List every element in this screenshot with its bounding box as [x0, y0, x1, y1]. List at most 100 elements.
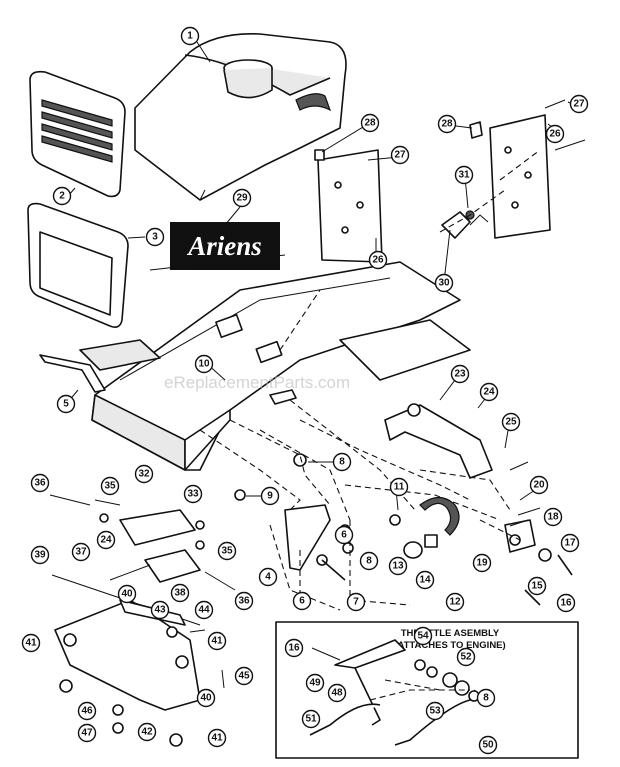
- svg-text:8: 8: [483, 693, 489, 704]
- svg-text:32: 32: [138, 469, 150, 480]
- callout-24b: 24: [96, 530, 116, 550]
- svg-text:10: 10: [198, 359, 210, 370]
- svg-text:7: 7: [353, 597, 359, 608]
- svg-text:41: 41: [25, 638, 37, 649]
- callout-9: 9: [260, 486, 280, 506]
- callout-41a: 41: [21, 633, 41, 653]
- svg-text:16: 16: [560, 598, 572, 609]
- callout-2: 2: [52, 186, 72, 206]
- callout-36a: 36: [30, 473, 50, 493]
- callout-35b: 35: [217, 541, 237, 561]
- callout-8b: 8: [359, 551, 379, 571]
- callout-8c: 8: [476, 688, 496, 708]
- svg-text:24: 24: [100, 535, 112, 546]
- svg-text:13: 13: [392, 561, 404, 572]
- callout-23: 23: [450, 364, 470, 384]
- svg-text:51: 51: [305, 714, 317, 725]
- svg-text:42: 42: [141, 727, 153, 738]
- svg-text:27: 27: [394, 150, 406, 161]
- svg-text:25: 25: [505, 417, 517, 428]
- svg-text:48: 48: [331, 688, 343, 699]
- watermark: eReplacementParts.com: [164, 373, 350, 392]
- grille-upper-part: [29, 70, 126, 198]
- callout-19: 19: [472, 553, 492, 573]
- brand-name: Ariens: [186, 231, 262, 261]
- svg-text:15: 15: [531, 581, 543, 592]
- svg-text:20: 20: [533, 480, 545, 491]
- inset-title-line1: THROTTLE ASEMBLY: [401, 628, 500, 639]
- callout-28b: 28: [437, 114, 457, 134]
- svg-text:47: 47: [81, 728, 93, 739]
- svg-text:40: 40: [200, 693, 212, 704]
- callout-4: 4: [258, 567, 278, 587]
- svg-text:19: 19: [476, 558, 488, 569]
- svg-text:43: 43: [154, 605, 166, 616]
- callout-27a: 27: [390, 145, 410, 165]
- callout-37: 37: [71, 542, 91, 562]
- svg-text:36: 36: [34, 478, 46, 489]
- callout-47: 47: [77, 723, 97, 743]
- callout-15: 15: [527, 576, 547, 596]
- svg-text:36: 36: [238, 596, 250, 607]
- svg-text:8: 8: [339, 457, 345, 468]
- callout-54: 54: [413, 626, 433, 646]
- callout-17: 17: [560, 533, 580, 553]
- callout-43: 43: [150, 600, 170, 620]
- callout-16b: 16: [284, 638, 304, 658]
- callout-1: 1: [180, 26, 200, 46]
- svg-text:11: 11: [394, 482, 405, 493]
- callout-14: 14: [415, 570, 435, 590]
- svg-text:18: 18: [547, 512, 559, 523]
- callout-51: 51: [301, 709, 321, 729]
- callout-46: 46: [77, 701, 97, 721]
- callout-3: 3: [145, 227, 165, 247]
- svg-text:3: 3: [152, 232, 158, 243]
- svg-text:49: 49: [309, 678, 321, 689]
- callout-30: 30: [434, 273, 454, 293]
- lower-frame-part: [54, 599, 225, 747]
- callout-6a: 6: [334, 525, 354, 545]
- svg-text:6: 6: [341, 530, 347, 541]
- callout-33: 33: [183, 484, 203, 504]
- svg-text:2: 2: [59, 191, 65, 202]
- svg-text:9: 9: [267, 491, 273, 502]
- callout-48: 48: [327, 683, 347, 703]
- callout-12: 12: [445, 592, 465, 612]
- svg-text:40: 40: [121, 589, 133, 600]
- callout-13: 13: [388, 556, 408, 576]
- ariens-logo: Ariens: [170, 222, 280, 270]
- callout-41b: 41: [207, 631, 227, 651]
- hitch-bracket-part: [384, 404, 493, 479]
- callout-29: 29: [232, 188, 252, 208]
- svg-text:37: 37: [75, 547, 87, 558]
- hood-part: [134, 33, 347, 201]
- svg-text:38: 38: [174, 588, 186, 599]
- callout-53: 53: [425, 701, 445, 721]
- callout-40b: 40: [196, 688, 216, 708]
- svg-text:41: 41: [211, 636, 223, 647]
- callout-38: 38: [170, 583, 190, 603]
- callout-40a: 40: [117, 584, 137, 604]
- callout-36b: 36: [234, 591, 254, 611]
- bracket-part: [39, 354, 106, 393]
- callouts: 1 2 3 29 28 27 26 28 27 26 31 30 10 5 23…: [21, 26, 589, 755]
- svg-text:35: 35: [221, 546, 233, 557]
- frame-part: [79, 261, 471, 471]
- svg-text:29: 29: [236, 193, 248, 204]
- callout-20: 20: [529, 475, 549, 495]
- svg-text:39: 39: [34, 550, 46, 561]
- svg-text:52: 52: [460, 652, 472, 663]
- callout-27b: 27: [569, 94, 589, 114]
- callout-11: 11: [389, 477, 409, 497]
- svg-text:24: 24: [483, 387, 495, 398]
- svg-text:35: 35: [104, 481, 116, 492]
- callout-10: 10: [194, 354, 214, 374]
- throttle-inset: THROTTLE ASEMBLY (ATTACHES TO ENGINE): [275, 621, 579, 759]
- callout-50: 50: [478, 735, 498, 755]
- callout-6b: 6: [292, 591, 312, 611]
- callout-39: 39: [30, 545, 50, 565]
- callout-44: 44: [194, 600, 214, 620]
- svg-text:30: 30: [438, 278, 450, 289]
- svg-text:14: 14: [419, 575, 431, 586]
- callout-45: 45: [234, 666, 254, 686]
